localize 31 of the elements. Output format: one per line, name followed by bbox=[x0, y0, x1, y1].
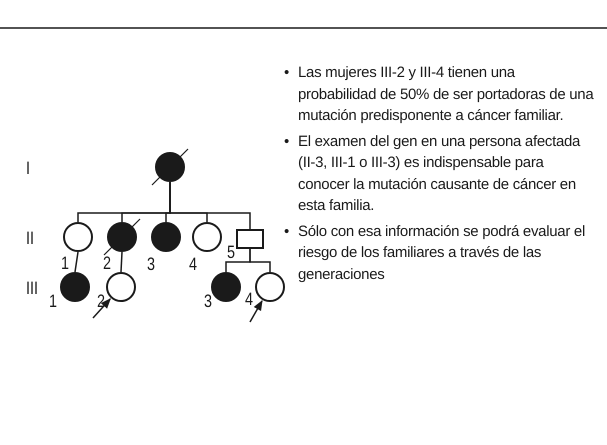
bullet-marker: • bbox=[284, 63, 289, 83]
generation-label: II bbox=[26, 229, 34, 247]
pointer-arrow bbox=[92, 298, 111, 318]
individual-number: 1 bbox=[61, 254, 69, 272]
filled-circle-symbol bbox=[211, 272, 241, 302]
circle-symbol bbox=[63, 222, 93, 252]
bullet-note: Sólo con esa información se podrá evaluar el riesgo de los familiares a través de las generaciones bbox=[298, 222, 585, 282]
individual-number: 2 bbox=[103, 254, 111, 272]
generation-label: III bbox=[26, 279, 38, 297]
individual-number: 1 bbox=[49, 292, 58, 310]
bullet-marker: • bbox=[284, 222, 289, 242]
circle-symbol bbox=[192, 222, 222, 252]
circle-symbol bbox=[255, 272, 285, 302]
bullet-note: El examen del gen en una persona afectada (II-3, III-1 o III-3) es indispensable para conocer la mutación causante de cáncer en esta familia. bbox=[298, 132, 580, 214]
bullet-note: Las mujeres III-2 y III-4 tienen una probabilidad de 50% de ser portadoras de una mutación predisponente a cáncer familiar. bbox=[298, 64, 594, 124]
filled-circle-symbol bbox=[60, 272, 90, 302]
filled-circle-symbol bbox=[151, 222, 181, 252]
individual-number: 4 bbox=[189, 255, 197, 273]
circle-symbol bbox=[106, 272, 136, 302]
pointer-arrow bbox=[249, 300, 263, 322]
pedigree-line bbox=[120, 252, 123, 272]
individual-number: 4 bbox=[245, 290, 253, 308]
pedigree-line bbox=[249, 249, 271, 272]
bullet-marker: • bbox=[284, 132, 289, 152]
individual-number: 3 bbox=[147, 255, 155, 273]
individual-number: 5 bbox=[227, 243, 235, 261]
individual-number: 3 bbox=[204, 292, 212, 310]
pedigree-line bbox=[169, 182, 251, 229]
generation-label: I bbox=[26, 159, 30, 177]
pedigree-line bbox=[74, 252, 79, 272]
square-symbol bbox=[236, 229, 264, 249]
